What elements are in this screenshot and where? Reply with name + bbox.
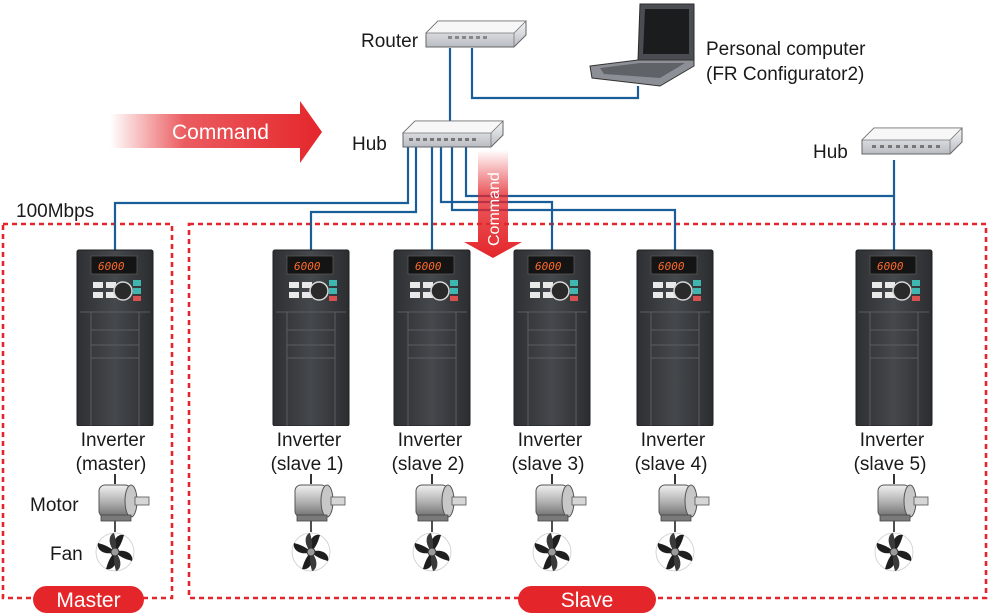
inverter-body (393, 249, 471, 427)
master-badge-label: Master (56, 589, 120, 612)
motor-icon (98, 484, 150, 522)
command-arrow-horizontal: Command (110, 101, 322, 163)
router (425, 20, 527, 48)
motor-icon (658, 484, 710, 522)
inverter-label-line2: (slave 4) (635, 454, 708, 475)
command-label-vertical: Command (486, 172, 503, 246)
router-label: Router (361, 31, 419, 52)
inverter-label-line1: Inverter (277, 430, 342, 451)
fan-icon (412, 532, 452, 572)
inverter-body (76, 249, 154, 427)
master-badge: Master (33, 586, 144, 613)
inverter-display: 6000 (98, 260, 125, 273)
motor-icon (294, 484, 346, 522)
inverter-display: 6000 (535, 260, 562, 273)
slave-badge-label: Slave (561, 589, 614, 612)
hub2-label: Hub (813, 142, 848, 163)
command-label-horizontal: Command (172, 121, 269, 144)
fan-icon (291, 532, 331, 572)
motor-icon (877, 484, 929, 522)
motor-icon (415, 484, 467, 522)
inverter-label-line2: (slave 2) (392, 454, 465, 475)
inverter-body (636, 249, 714, 427)
fan-icon (655, 532, 695, 572)
pc-label-line1: Personal computer (706, 39, 866, 60)
speed-label: 100Mbps (16, 201, 94, 222)
network-cables (113, 48, 896, 252)
command-arrow-vertical: Command (464, 150, 522, 258)
fan-icon (532, 532, 572, 572)
inverter-display: 6000 (294, 260, 321, 273)
label-backdrop (850, 426, 938, 474)
pc-label-line2: (FR Configurator2) (706, 64, 864, 85)
inverter-label-line1: Inverter (398, 430, 463, 451)
motor-label: Motor (30, 495, 79, 516)
inverter-label-line1: Inverter (641, 430, 706, 451)
motor-icon (535, 484, 587, 522)
inverter-label-line2: (slave 1) (271, 454, 344, 475)
inverter-label-line2: (slave 3) (512, 454, 585, 475)
label-backdrop (631, 426, 719, 474)
inverter-label-line1: Inverter (518, 430, 583, 451)
inverter-body (272, 249, 350, 427)
inverter-display: 6000 (415, 260, 442, 273)
label-backdrop (388, 426, 476, 474)
inverter-label-line1: Inverter (81, 430, 146, 451)
label-backdrop (267, 426, 355, 474)
inverter-label-line1: Inverter (860, 430, 925, 451)
inverter-body (855, 249, 933, 427)
inverter-label-line2: (slave 5) (854, 454, 927, 475)
inverter-display: 6000 (658, 260, 685, 273)
hub-label: Hub (352, 134, 387, 155)
label-backdrop (508, 426, 596, 474)
hub-central (402, 120, 504, 148)
laptop (589, 3, 695, 87)
fan-icon (95, 532, 135, 572)
slave-badge: Slave (518, 586, 656, 613)
label-backdrop (71, 426, 159, 474)
inverter-display: 6000 (877, 260, 904, 273)
fan-icon (874, 532, 914, 572)
inverter-label-line2: (master) (76, 454, 147, 475)
hub-right (861, 127, 963, 155)
fan-label: Fan (50, 544, 83, 565)
master-group-boundary (1, 222, 174, 600)
inverter-body (513, 249, 591, 427)
